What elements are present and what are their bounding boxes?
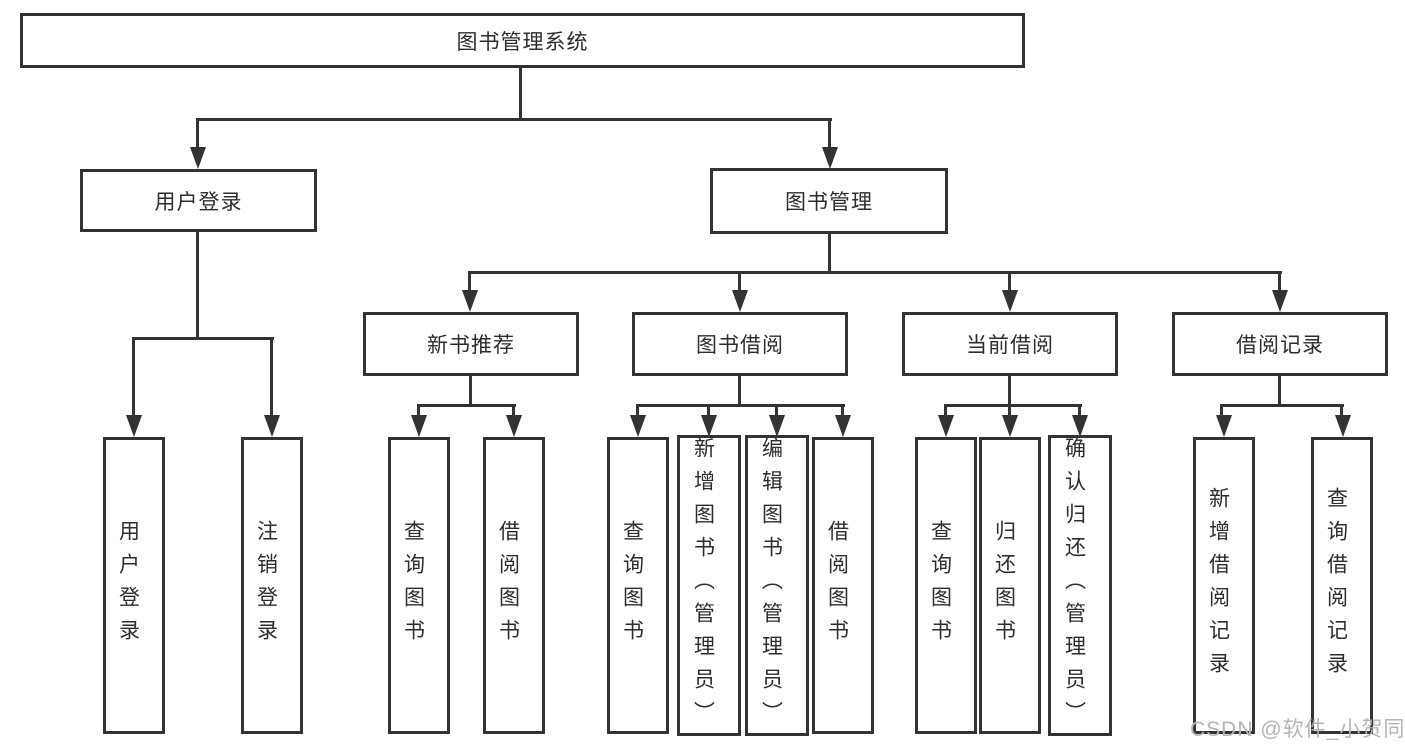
arrowhead-down-icon bbox=[264, 415, 280, 437]
connector-to-new-book-recommend bbox=[468, 271, 471, 292]
arrowhead-down-icon bbox=[1216, 415, 1232, 437]
node-root: 图书管理系统 bbox=[20, 13, 1025, 68]
leaf-confirm-return-admin-label: 确认归还（管理员） bbox=[1062, 437, 1086, 734]
connector-leaf-stem bbox=[512, 404, 515, 416]
node-root-label: 图书管理系统 bbox=[456, 30, 589, 54]
arrowhead-down-icon bbox=[411, 415, 427, 437]
connector-leaf-stem bbox=[1078, 404, 1081, 416]
leaf-borrow-borrow-books: 借阅图书 bbox=[812, 437, 874, 734]
leaf-logout-label: 注销登录 bbox=[254, 519, 278, 652]
connector-book-borrow-stub bbox=[738, 376, 741, 407]
connector-to-leaf-user-login bbox=[132, 337, 135, 417]
connector-leaf-stem bbox=[841, 404, 844, 416]
node-book-borrow: 图书借阅 bbox=[632, 312, 848, 376]
leaf-current-query-books-label: 查询图书 bbox=[928, 519, 952, 652]
leaf-logout: 注销登录 bbox=[241, 437, 303, 734]
leaf-confirm-return-admin: 确认归还（管理员） bbox=[1048, 435, 1112, 736]
leaf-return-book: 归还图书 bbox=[979, 437, 1041, 734]
connector-book-management-branch bbox=[468, 271, 1282, 274]
arrowhead-down-icon bbox=[1072, 415, 1088, 437]
connector-root-branch bbox=[196, 118, 832, 121]
connector-root-to-book-management bbox=[828, 118, 831, 150]
connector-new-book-recommend-branch bbox=[417, 404, 516, 407]
arrowhead-down-icon bbox=[938, 415, 954, 437]
connector-to-book-borrow bbox=[738, 271, 741, 292]
node-book-management-label: 图书管理 bbox=[785, 191, 873, 214]
connector-leaf-stem bbox=[1220, 404, 1223, 416]
leaf-user-login: 用户登录 bbox=[103, 437, 165, 734]
connector-book-borrow-branch bbox=[636, 404, 845, 407]
csdn-watermark: CSDN @软件_小贺同学 bbox=[1190, 718, 1405, 741]
arrowhead-down-icon bbox=[462, 290, 478, 312]
node-current-borrow-label: 当前借阅 bbox=[966, 334, 1054, 357]
connector-leaf-stem bbox=[775, 404, 778, 416]
node-user-login-label: 用户登录 bbox=[154, 190, 243, 214]
leaf-borrow-query-books: 查询图书 bbox=[607, 437, 669, 734]
node-new-book-recommend-label: 新书推荐 bbox=[427, 334, 515, 357]
node-borrow-records: 借阅记录 bbox=[1172, 312, 1388, 376]
node-book-management: 图书管理 bbox=[710, 168, 948, 234]
arrowhead-down-icon bbox=[126, 415, 142, 437]
node-new-book-recommend: 新书推荐 bbox=[363, 312, 579, 376]
leaf-recommend-query-books: 查询图书 bbox=[388, 437, 450, 734]
node-borrow-records-label: 借阅记录 bbox=[1236, 334, 1324, 357]
connector-user-login-branch bbox=[132, 337, 274, 340]
leaf-recommend-borrow-books-label: 借阅图书 bbox=[496, 519, 520, 652]
leaf-query-borrow-record-label: 查询借阅记录 bbox=[1324, 486, 1348, 685]
connector-leaf-stem bbox=[707, 404, 710, 416]
leaf-add-book-admin: 新增图书（管理员） bbox=[677, 435, 741, 736]
leaf-recommend-borrow-books: 借阅图书 bbox=[483, 437, 545, 734]
leaf-borrow-borrow-books-label: 借阅图书 bbox=[825, 519, 849, 652]
connector-current-borrow-stub bbox=[1008, 376, 1011, 407]
connector-current-borrow-branch bbox=[944, 404, 1082, 407]
leaf-add-borrow-record-label: 新增借阅记录 bbox=[1206, 486, 1230, 685]
connector-book-management-stub bbox=[828, 234, 831, 274]
connector-new-book-recommend-stub bbox=[469, 376, 472, 407]
arrowhead-down-icon bbox=[732, 290, 748, 312]
connector-to-borrow-records bbox=[1278, 271, 1281, 292]
arrowhead-down-icon bbox=[1335, 415, 1351, 437]
connector-user-login-stub bbox=[196, 232, 199, 337]
node-user-login: 用户登录 bbox=[80, 169, 317, 232]
connector-leaf-stem bbox=[944, 404, 947, 416]
leaf-edit-book-admin-label: 编辑图书（管理员） bbox=[759, 437, 783, 734]
arrowhead-down-icon bbox=[190, 147, 206, 169]
arrowhead-down-icon bbox=[769, 415, 785, 437]
leaf-add-book-admin-label: 新增图书（管理员） bbox=[691, 437, 715, 734]
connector-borrow-records-stub bbox=[1278, 376, 1281, 407]
leaf-query-borrow-record: 查询借阅记录 bbox=[1311, 437, 1373, 734]
arrowhead-down-icon bbox=[1002, 415, 1018, 437]
connector-root-stub bbox=[519, 68, 522, 118]
leaf-add-borrow-record: 新增借阅记录 bbox=[1193, 437, 1255, 734]
leaf-current-query-books: 查询图书 bbox=[915, 437, 977, 734]
connector-to-leaf-logout bbox=[270, 337, 273, 417]
leaf-recommend-query-books-label: 查询图书 bbox=[401, 519, 425, 652]
connector-leaf-stem bbox=[1340, 404, 1343, 416]
arrowhead-down-icon bbox=[822, 147, 838, 169]
leaf-return-book-label: 归还图书 bbox=[992, 519, 1016, 652]
arrowhead-down-icon bbox=[701, 415, 717, 437]
node-book-borrow-label: 图书借阅 bbox=[696, 334, 784, 357]
leaf-borrow-query-books-label: 查询图书 bbox=[620, 519, 644, 652]
leaf-user-login-label: 用户登录 bbox=[116, 519, 140, 652]
connector-to-current-borrow bbox=[1008, 271, 1011, 292]
arrowhead-down-icon bbox=[506, 415, 522, 437]
leaf-edit-book-admin: 编辑图书（管理员） bbox=[745, 435, 809, 736]
arrowhead-down-icon bbox=[1002, 290, 1018, 312]
arrowhead-down-icon bbox=[835, 415, 851, 437]
connector-leaf-stem bbox=[417, 404, 420, 416]
connector-leaf-stem bbox=[1008, 404, 1011, 416]
connector-leaf-stem bbox=[636, 404, 639, 416]
arrowhead-down-icon bbox=[630, 415, 646, 437]
connector-borrow-records-branch bbox=[1220, 404, 1344, 407]
connector-root-to-user-login bbox=[196, 118, 199, 150]
node-current-borrow: 当前借阅 bbox=[902, 312, 1118, 376]
arrowhead-down-icon bbox=[1272, 290, 1288, 312]
